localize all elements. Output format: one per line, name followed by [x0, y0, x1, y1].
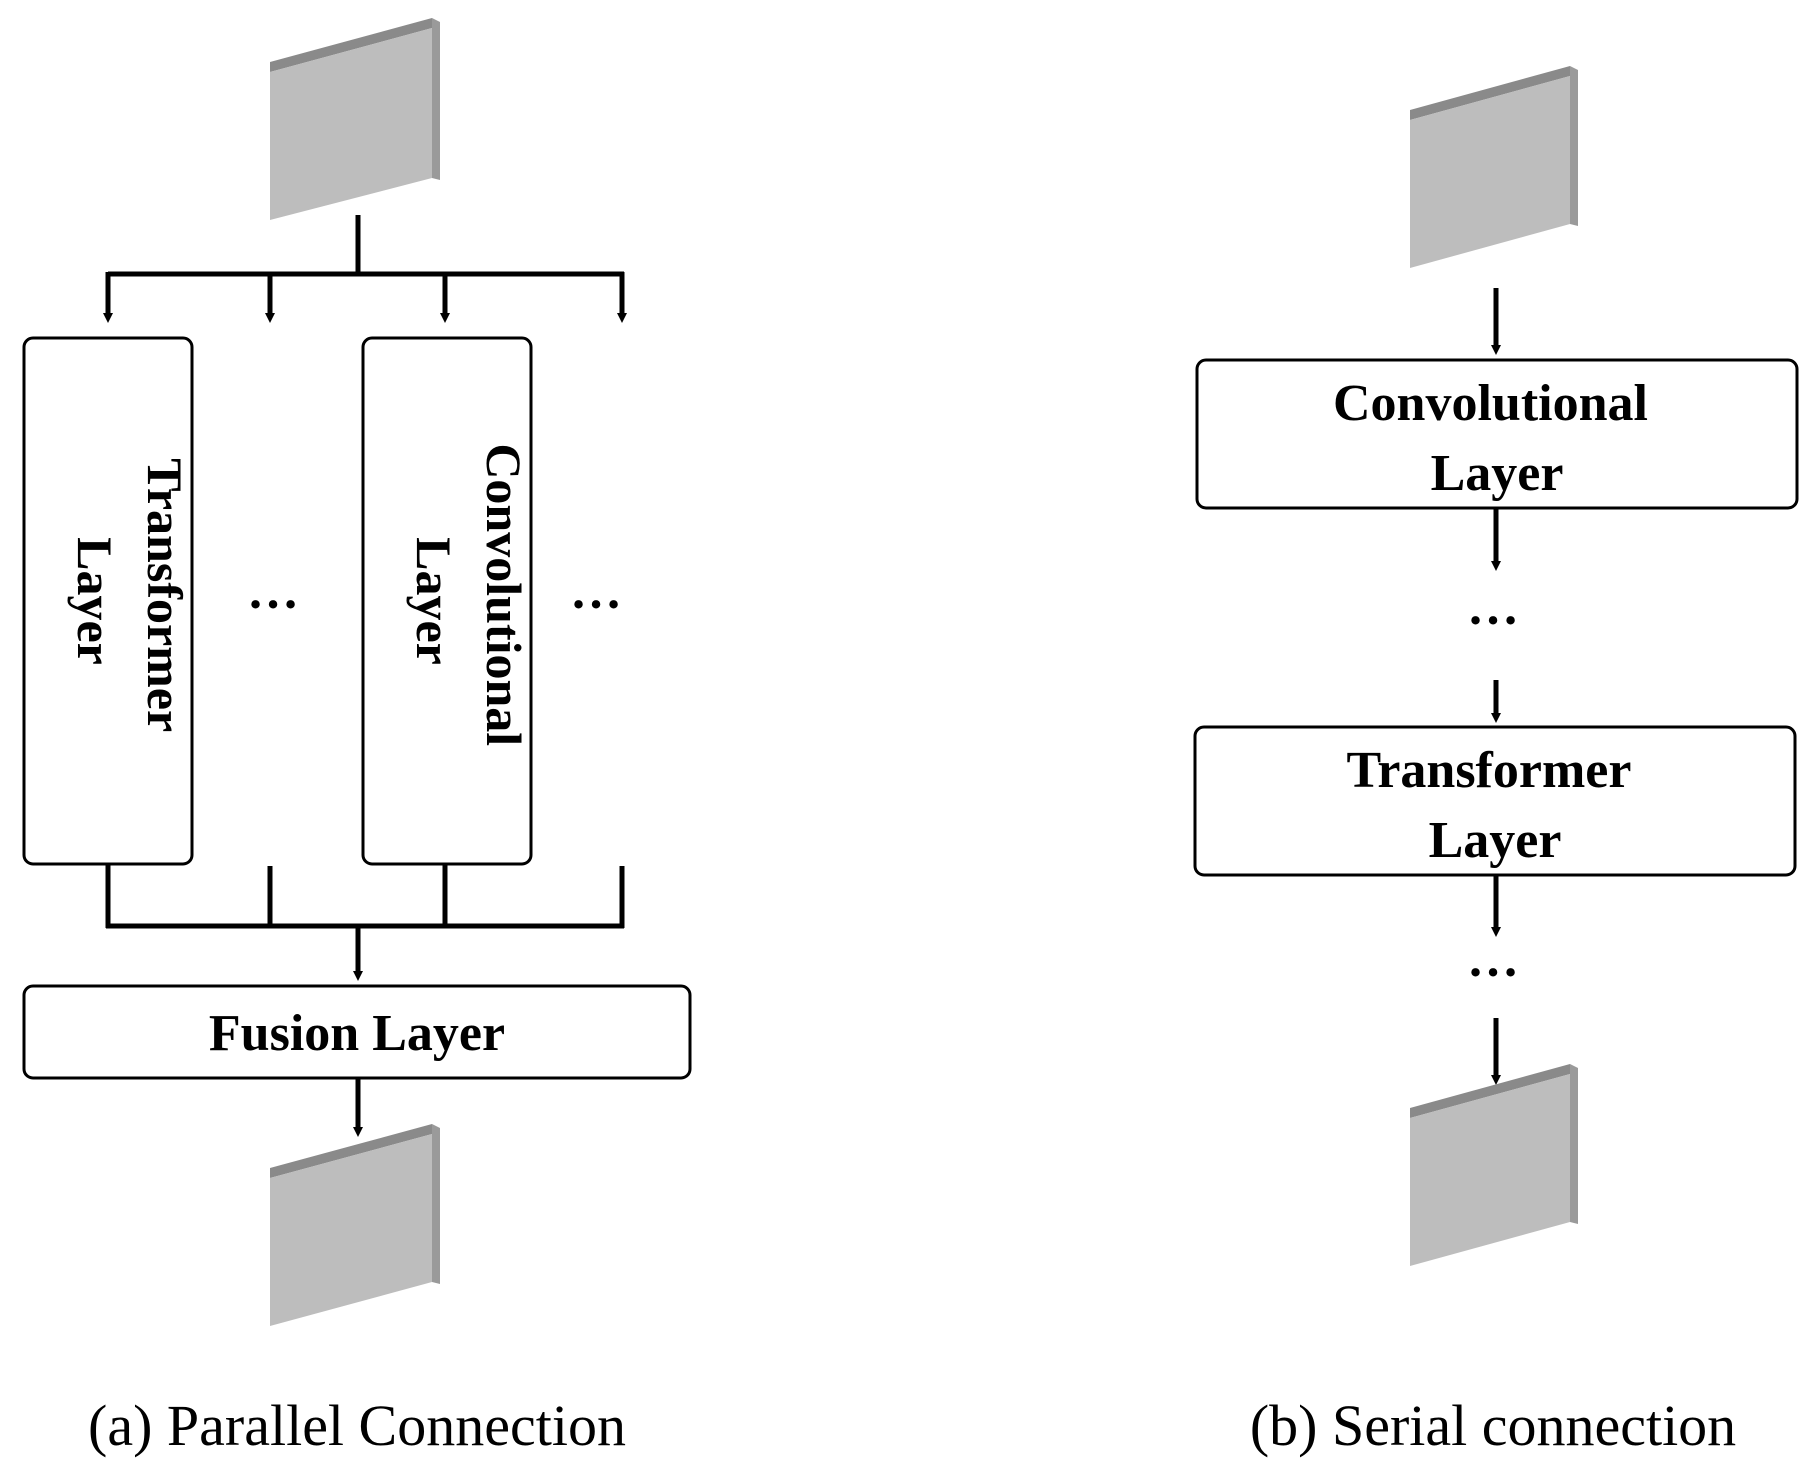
- output-feature-map-parallel: [270, 1124, 440, 1326]
- parallel-convolutional-label-line1: Convolutional: [476, 443, 532, 746]
- fusion-layer-label: Fusion Layer: [209, 1005, 505, 1062]
- parallel-convolutional-label-line2: Layer: [406, 537, 462, 665]
- svg-text:Convolutional Layer: Convolutional Layer: [1333, 375, 1661, 502]
- parallel-convolutional-layer-box: Convolutional Layer: [361, 336, 533, 866]
- parallel-ellipsis-2: …: [570, 563, 622, 620]
- caption-parallel: (a) Parallel Connection: [88, 1393, 626, 1458]
- fusion-layer-box: Fusion Layer: [22, 984, 692, 1080]
- serial-transformer-layer-box: Transformer Layer: [1193, 725, 1797, 877]
- parallel-transformer-label-line2: Layer: [67, 537, 123, 665]
- svg-text:Transformer Layer: Transformer Layer: [1347, 742, 1644, 869]
- panel-parallel: Transformer Layer … Convolutional Layer …: [22, 18, 692, 1458]
- serial-convolutional-label-line2: Layer: [1431, 445, 1564, 502]
- caption-serial: (b) Serial connection: [1250, 1393, 1736, 1458]
- serial-transformer-label-line2: Layer: [1429, 812, 1562, 869]
- parallel-transformer-label-line1: Transformer: [137, 458, 193, 732]
- serial-ellipsis-2: …: [1467, 931, 1519, 988]
- merge-connectors: [105, 864, 625, 981]
- serial-convolutional-layer-box: Convolutional Layer: [1195, 358, 1799, 510]
- serial-transformer-label-line1: Transformer: [1347, 742, 1631, 799]
- panel-serial: Convolutional Layer … Transformer Layer …: [1193, 66, 1799, 1458]
- output-feature-map-serial: [1410, 1064, 1578, 1266]
- serial-ellipsis-1: …: [1467, 579, 1519, 636]
- parallel-ellipsis-1: …: [247, 563, 299, 620]
- serial-convolutional-label-line1: Convolutional: [1333, 375, 1648, 432]
- svg-text:Convolutional Layer: Convolutional Layer: [406, 443, 532, 758]
- split-connectors: [103, 215, 627, 323]
- input-feature-map: [270, 18, 440, 220]
- parallel-transformer-layer-box: Transformer Layer: [22, 336, 194, 866]
- svg-text:Transformer Layer: Transformer Layer: [67, 458, 193, 744]
- input-feature-map-serial: [1410, 66, 1578, 268]
